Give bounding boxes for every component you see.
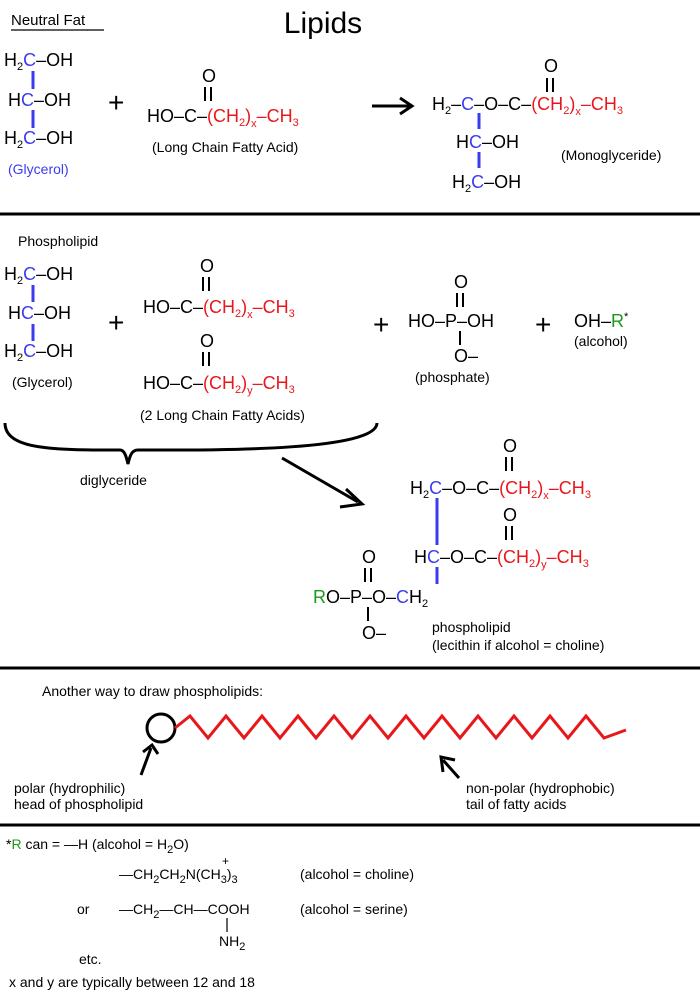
svg-text:O: O [503, 505, 517, 525]
phospholipid-phosphate-row: RO–P–O–CH2 [313, 587, 428, 610]
choline-label: (alcohol = choline) [300, 866, 414, 882]
phosphate-caption: (phosphate) [415, 369, 490, 385]
polar-head-circle [145, 712, 177, 744]
phosphate-structure: O HO–P–OH O– (phosphate) [408, 272, 494, 385]
svg-text:H2C–OH: H2C–OH [4, 264, 73, 287]
tail-label-line-2: tail of fatty acids [466, 796, 566, 812]
choline-charge: + [222, 854, 229, 868]
phospholipid-heading: Phospholipid [18, 233, 98, 249]
neutral-fat-heading: Neutral Fat [11, 12, 86, 29]
monoglyceride-top-row: H2–C–O–C–(CH2)x–CH3 [432, 94, 623, 118]
alcohol-caption: (alcohol) [574, 333, 628, 349]
fatty-acid-structure-1: O HO–C–(CH2)x–CH3 (Long Chain Fatty Acid… [147, 66, 299, 155]
monoglyceride-structure: O H2–C–O–C–(CH2)x–CH3 HC–OH H2C–OH (Mono… [432, 56, 661, 195]
glycerol-caption-2: (Glycerol) [12, 374, 73, 390]
head-label-line-2: head of phospholipid [14, 796, 143, 812]
fatty-acid-caption: (Long Chain Fatty Acid) [152, 139, 298, 155]
serine-amine: NH2 [219, 933, 245, 953]
svg-text:O: O [454, 272, 468, 292]
plus-sign-2: + [108, 307, 124, 338]
alternate-heading: Another way to draw phospholipids: [42, 683, 263, 699]
diglyceride-brace [3, 422, 379, 465]
monoglyceride-caption: (Monoglyceride) [561, 147, 661, 163]
fatty-acid-formula: HO–C–(CH2)x–CH3 [147, 106, 299, 130]
svg-text:O: O [544, 56, 558, 76]
svg-text:HC–OH: HC–OH [8, 303, 71, 323]
glycerol-structure-2: H2C–OH HC–OH H2C–OH (Glycerol) [4, 264, 73, 390]
fatty-acids-structure-2: O HO–C–(CH2)x–CH3 O HO–C–(CH2)y–CH3 (2 L… [140, 256, 305, 423]
glycerol-structure-1: H2C–OH HC–OH H2C–OH (Glycerol) [4, 50, 73, 177]
svg-text:OH–R*: OH–R* [574, 311, 629, 331]
head-pointer-arrow [139, 747, 153, 776]
xy-range-note: x and y are typically between 12 and 18 [9, 974, 255, 990]
svg-text:O: O [200, 256, 214, 276]
phospholipid-middle-row: HC–O–C–(CH2)y–CH3 [414, 547, 589, 571]
tail-label-line-1: non-polar (hydrophobic) [466, 780, 615, 796]
phospholipid-product-structure: O H2C–O–C–(CH2)x–CH3 O HC–O–C–(CH2)y–CH3… [313, 436, 604, 653]
plus-sign-4: + [535, 309, 551, 340]
monoglyceride-middle-row: HC–OH [456, 132, 519, 152]
plus-sign-1: + [108, 87, 124, 118]
plus-sign-3: + [373, 309, 389, 340]
svg-text:O: O [503, 436, 517, 456]
alternate-drawing-section: Another way to draw phospholipids: polar… [14, 683, 627, 812]
carbonyl-oxygen: O [202, 66, 216, 86]
fatty-acid-x-formula: HO–C–(CH2)x–CH3 [143, 297, 295, 321]
tail-pointer-arrow [441, 759, 461, 779]
lecithin-caption: (lecithin if alcohol = choline) [432, 637, 604, 653]
fatty-acid-y-formula: HO–C–(CH2)y–CH3 [143, 373, 295, 397]
svg-text:O: O [200, 331, 214, 351]
svg-text:O: O [362, 547, 376, 567]
svg-text:HO–P–OH: HO–P–OH [408, 311, 494, 331]
glycerol-row-3: H2C–OH [4, 128, 73, 151]
page-title: Lipids [284, 7, 362, 40]
hydrophobic-tail-zigzag [174, 713, 627, 741]
fatty-acids-caption: (2 Long Chain Fatty Acids) [140, 407, 305, 423]
or-label: or [77, 901, 90, 917]
svg-text:H2C–OH: H2C–OH [4, 341, 73, 364]
serine-group-formula: —CH2—CH—COOH [119, 901, 250, 921]
head-label-line-1: polar (hydrophilic) [14, 780, 125, 796]
svg-text:O–: O– [362, 623, 386, 643]
phospholipid-caption: phospholipid [432, 619, 511, 635]
choline-group-formula: —CH2CH2N(CH3)3 [119, 866, 238, 886]
r-group-note: *R can = —H (alcohol = H2O) [6, 836, 189, 856]
serine-label: (alcohol = serine) [300, 901, 408, 917]
svg-text:O–: O– [454, 346, 478, 366]
diglyceride-label: diglyceride [80, 472, 147, 488]
monoglyceride-bottom-row: H2C–OH [452, 172, 521, 195]
glycerol-row-1: H2C–OH [4, 50, 73, 73]
reaction-arrow-2 [281, 456, 359, 504]
glycerol-caption: (Glycerol) [8, 161, 69, 177]
etc-label: etc. [79, 951, 102, 967]
phospholipid-section: Phospholipid H2C–OH HC–OH H2C–OH (Glycer… [3, 233, 629, 653]
notes-section: *R can = —H (alcohol = H2O) —CH2CH2N(CH3… [6, 836, 414, 990]
glycerol-row-2: HC–OH [8, 90, 71, 110]
alcohol-structure: OH–R* (alcohol) [574, 311, 629, 349]
